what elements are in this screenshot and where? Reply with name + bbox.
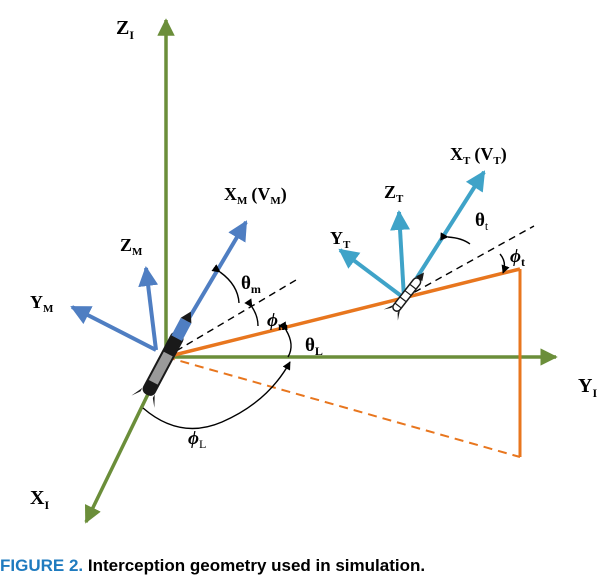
theta-m-arc: [211, 264, 240, 304]
label-theta-m: θm: [241, 273, 261, 296]
label-theta-l: θL: [305, 335, 323, 358]
target-y-axis: [338, 248, 406, 300]
theta-t-arc: [440, 232, 471, 245]
phi-m-arc: [244, 298, 259, 327]
target-icon: [383, 272, 425, 321]
label-y-inertial: YI: [578, 375, 597, 400]
label-z-target: ZT: [384, 182, 404, 205]
phi-l-arc: [142, 361, 291, 430]
theta-l-arc: [278, 321, 292, 358]
label-y-missile: YM: [30, 292, 54, 315]
target-reference-line: [403, 225, 535, 299]
figure-number: FIGURE 2.: [0, 556, 84, 575]
target-z-axis: [390, 210, 411, 299]
label-y-target: YT: [330, 228, 351, 251]
label-x-missile: XM(VM): [224, 184, 287, 207]
line-of-sight: [165, 267, 521, 359]
phi-t-arc: [499, 253, 510, 274]
label-z-missile: ZM: [120, 235, 143, 258]
caption-text: Interception geometry used in simulation…: [87, 556, 426, 575]
label-theta-t: θt: [475, 210, 489, 233]
label-phi-m: ϕm: [267, 310, 288, 333]
label-phi-l: ϕL: [188, 428, 206, 451]
los-horizontal-projection: [165, 356, 521, 458]
missile-icon: [131, 311, 192, 408]
missile-y-axis: [70, 305, 157, 352]
label-z-inertial: ZI: [116, 17, 134, 42]
figure-caption: FIGURE 2. Interception geometry used in …: [0, 556, 600, 576]
missile-z-axis: [138, 266, 159, 351]
missile-reference-line: [165, 279, 297, 358]
label-x-target: XT(VT): [450, 144, 507, 167]
label-phi-t: ϕt: [510, 246, 525, 269]
label-x-inertial: XI: [30, 487, 49, 512]
